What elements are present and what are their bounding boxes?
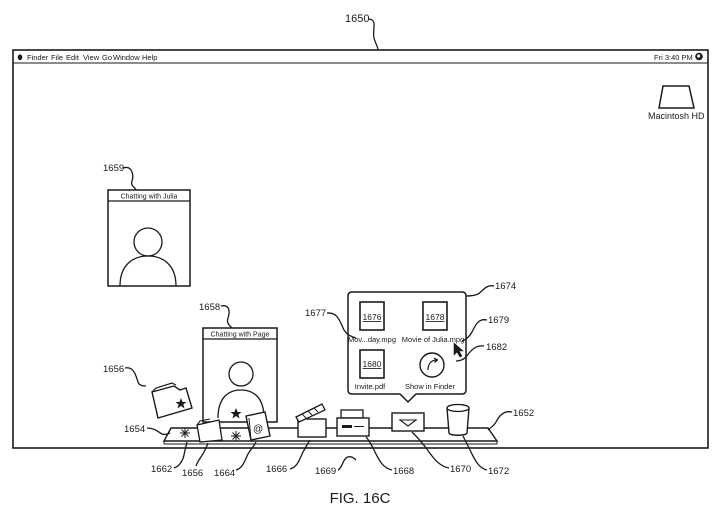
person-avatar-icon bbox=[119, 227, 177, 287]
show-in-finder-label[interactable]: Show in Finder bbox=[405, 382, 456, 391]
ref-1678: 1678 bbox=[426, 312, 445, 322]
dock bbox=[162, 427, 499, 445]
menu-bar: Finder File Edit View Go Window Help Fri… bbox=[17, 52, 703, 62]
leader-1674 bbox=[465, 285, 495, 297]
star-badge-icon bbox=[230, 408, 242, 419]
hard-drive-icon[interactable] bbox=[658, 85, 695, 109]
ref-1679: 1679 bbox=[488, 315, 509, 326]
ref-1670: 1670 bbox=[450, 464, 471, 475]
stack-popup[interactable]: 1676 Mov...day.mpg 1678 Movie of Julia.m… bbox=[347, 291, 467, 404]
leader-1668 bbox=[365, 436, 393, 471]
leader-1664 bbox=[235, 441, 257, 471]
ref-1666: 1666 bbox=[266, 464, 287, 475]
chat-window-julia-title: Chatting with Julia bbox=[121, 194, 178, 201]
address-book-icon[interactable]: @ bbox=[245, 411, 271, 441]
at-sign-glyph: @ bbox=[253, 424, 263, 435]
dock-folder-icon[interactable] bbox=[196, 418, 223, 443]
ref-1680: 1680 bbox=[363, 359, 382, 369]
menu-item-view[interactable]: View bbox=[83, 53, 100, 62]
ref-1654: 1654 bbox=[124, 424, 145, 435]
leader-1677 bbox=[326, 312, 357, 339]
arrow-icon bbox=[427, 357, 439, 371]
popup-item-label-1676[interactable]: Mov...day.mpg bbox=[348, 335, 396, 344]
leader-1650 bbox=[368, 18, 379, 51]
leader-1682 bbox=[455, 345, 485, 362]
leader-1659 bbox=[122, 166, 137, 191]
person-avatar-icon bbox=[217, 361, 265, 419]
menu-item-go[interactable]: Go bbox=[102, 53, 112, 62]
menu-item-finder[interactable]: Finder bbox=[27, 53, 49, 62]
ref-1672: 1672 bbox=[488, 466, 509, 477]
menu-item-edit[interactable]: Edit bbox=[66, 53, 80, 62]
folder-icon[interactable] bbox=[151, 382, 193, 419]
leader-1656-desktop bbox=[124, 367, 147, 387]
ref-1658: 1658 bbox=[199, 302, 220, 313]
menu-item-file[interactable]: File bbox=[51, 53, 63, 62]
ref-1662: 1662 bbox=[151, 464, 172, 475]
popup-item-label-1680[interactable]: Invite.pdf bbox=[355, 382, 386, 391]
apple-icon[interactable] bbox=[17, 53, 23, 61]
clapboard-icon[interactable] bbox=[295, 403, 327, 438]
chat-window-julia[interactable]: Chatting with Julia bbox=[107, 189, 191, 287]
star-badge-icon bbox=[175, 398, 187, 409]
ref-1682: 1682 bbox=[486, 342, 507, 353]
ref-1677: 1677 bbox=[305, 308, 326, 319]
sparkle-icon[interactable] bbox=[180, 428, 190, 438]
ref-1664: 1664 bbox=[214, 468, 235, 479]
movie-file-icon[interactable]: 1678 bbox=[422, 301, 448, 331]
trash-icon[interactable] bbox=[446, 403, 470, 436]
drive-label[interactable]: Macintosh HD bbox=[648, 111, 705, 121]
chat-window-page-title: Chatting with Page bbox=[211, 332, 270, 339]
ref-1659: 1659 bbox=[103, 163, 124, 174]
leader-1654 bbox=[146, 427, 171, 436]
figure-caption: FIG. 16C bbox=[330, 490, 391, 507]
leader-1672 bbox=[462, 435, 488, 471]
leader-1652 bbox=[487, 411, 513, 431]
ref-1668: 1668 bbox=[393, 466, 414, 477]
menu-bar-clock: Fri 3:40 PM bbox=[654, 53, 693, 62]
movie-file-icon[interactable]: 1676 bbox=[359, 301, 385, 331]
leader-1666 bbox=[289, 439, 311, 470]
leader-1669 bbox=[337, 456, 357, 471]
show-in-finder-button[interactable] bbox=[419, 352, 445, 378]
ref-1674: 1674 bbox=[495, 281, 516, 292]
ref-1656-desktop: 1656 bbox=[103, 364, 124, 375]
ref-1652: 1652 bbox=[513, 408, 534, 419]
chat-window-page[interactable]: Chatting with Page bbox=[202, 327, 278, 423]
menu-item-window[interactable]: Window bbox=[113, 53, 140, 62]
leader-1658 bbox=[220, 305, 233, 329]
cursor-icon bbox=[453, 342, 464, 358]
popup-item-label-1678[interactable]: Movie of Julia.mpg bbox=[402, 335, 465, 344]
menu-item-help[interactable]: Help bbox=[142, 53, 157, 62]
printer-icon[interactable] bbox=[336, 409, 370, 437]
ref-1656-dock: 1656 bbox=[182, 468, 203, 479]
ref-1669: 1669 bbox=[315, 466, 336, 477]
search-icon[interactable] bbox=[695, 52, 703, 61]
stack-tray-icon[interactable] bbox=[391, 412, 425, 432]
leader-1656-dock bbox=[195, 442, 209, 467]
pdf-file-icon[interactable]: 1680 bbox=[359, 349, 385, 379]
ref-1650: 1650 bbox=[345, 13, 369, 25]
leader-1670 bbox=[411, 431, 450, 469]
sparkle-icon[interactable] bbox=[231, 431, 241, 441]
leader-1679 bbox=[461, 319, 488, 342]
ref-1676: 1676 bbox=[363, 312, 382, 322]
screen-frame bbox=[12, 49, 709, 449]
leader-1662 bbox=[173, 441, 188, 469]
